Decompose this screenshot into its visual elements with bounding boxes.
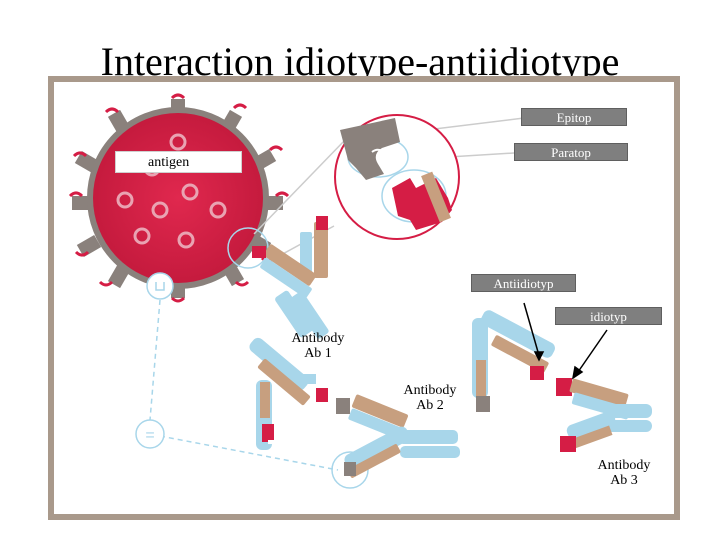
idiotyp-arrows [523,302,608,380]
ab3-label-line2: Ab 3 [610,473,638,488]
antibody-ab1-top [252,216,329,339]
zoom-circle [334,114,460,240]
paratop-label: Paratop [514,143,628,161]
dashed-lines [149,299,339,471]
svg-text:=: = [145,427,154,444]
ab2-label-line1: Antibody [403,383,457,398]
equals-circle [135,419,165,449]
antibody-ab3-lower [556,378,652,452]
antigen-cell [68,93,290,303]
ab3-label-line1: Antibody [597,458,651,473]
epitop-label: Epitop [521,108,627,126]
antigen-label: antigen [115,151,242,173]
antibody-ab2 [336,394,460,478]
antiidiotyp-label: Antiidiotyp [471,274,576,292]
antibody-ab3-upper [472,310,555,412]
ab1-label-line1: Antibody [291,331,345,346]
ab2-label-line2: Ab 2 [416,398,444,413]
ab1-label-line2: Ab 1 [304,346,332,361]
idiotyp-label: idiotyp [555,307,662,325]
antibody-ab1 [249,337,328,450]
